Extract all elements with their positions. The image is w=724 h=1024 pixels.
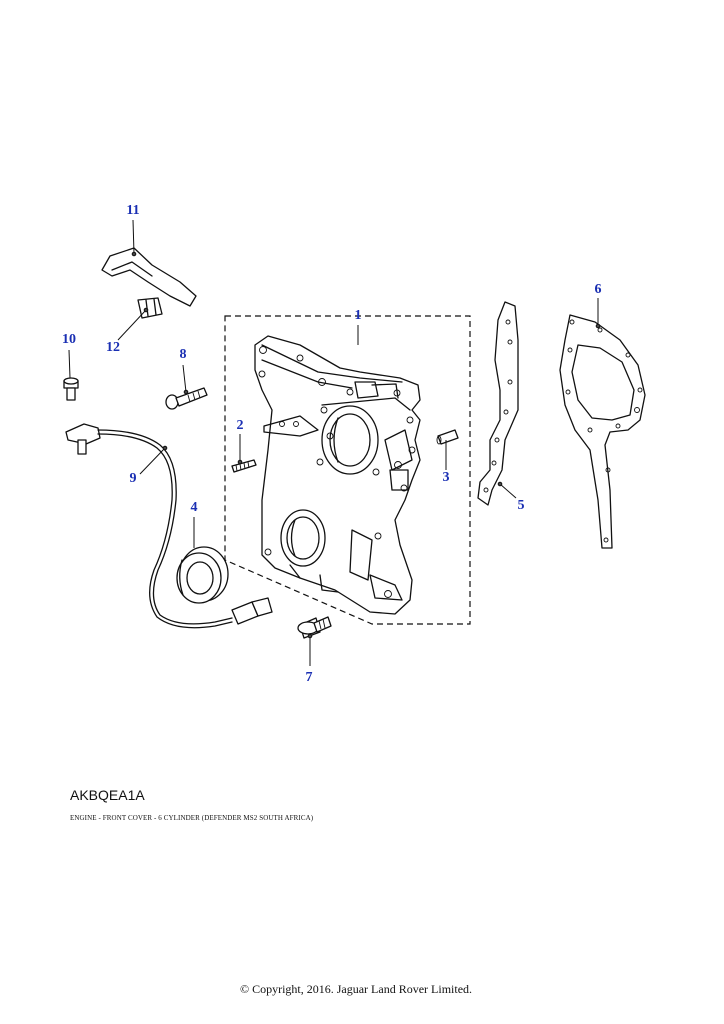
stud-part[interactable] xyxy=(231,459,257,473)
dowel-part[interactable] xyxy=(436,429,459,445)
callout-2[interactable]: 2 xyxy=(236,418,244,433)
callout-1[interactable]: 1 xyxy=(354,308,362,323)
crankshaft-sensor-part[interactable] xyxy=(65,423,273,629)
flange-bolt-part[interactable] xyxy=(297,616,332,639)
crankshaft-seal-part[interactable] xyxy=(176,546,229,604)
callout-6[interactable]: 6 xyxy=(594,282,602,297)
callout-4[interactable]: 4 xyxy=(190,500,198,515)
callout-12[interactable]: 12 xyxy=(106,340,120,355)
callout-9[interactable]: 9 xyxy=(129,471,137,486)
small-bolt-part[interactable] xyxy=(63,377,79,401)
copyright-notice: © Copyright, 2016. Jaguar Land Rover Lim… xyxy=(239,982,473,996)
front-cover-gasket-part[interactable] xyxy=(559,314,646,549)
assembly-boundary xyxy=(224,315,471,625)
callout-3[interactable]: 3 xyxy=(442,470,450,485)
harness-bracket-part[interactable] xyxy=(101,247,197,307)
callout-7[interactable]: 7 xyxy=(305,670,313,685)
diagram-caption: ENGINE - FRONT COVER - 6 CYLINDER (DEFEN… xyxy=(70,814,314,822)
callout-8[interactable]: 8 xyxy=(179,347,187,362)
callout-11[interactable]: 11 xyxy=(126,203,140,218)
gasket-strip-part[interactable] xyxy=(477,301,519,506)
callout-5[interactable]: 5 xyxy=(517,498,525,513)
clip-part[interactable] xyxy=(137,297,163,319)
leader-lines xyxy=(68,219,601,666)
bolt-part[interactable] xyxy=(165,387,208,410)
callout-10[interactable]: 10 xyxy=(62,332,76,347)
front-cover-part[interactable] xyxy=(254,335,421,615)
illustration-code: AKBQEA1A xyxy=(70,787,145,803)
